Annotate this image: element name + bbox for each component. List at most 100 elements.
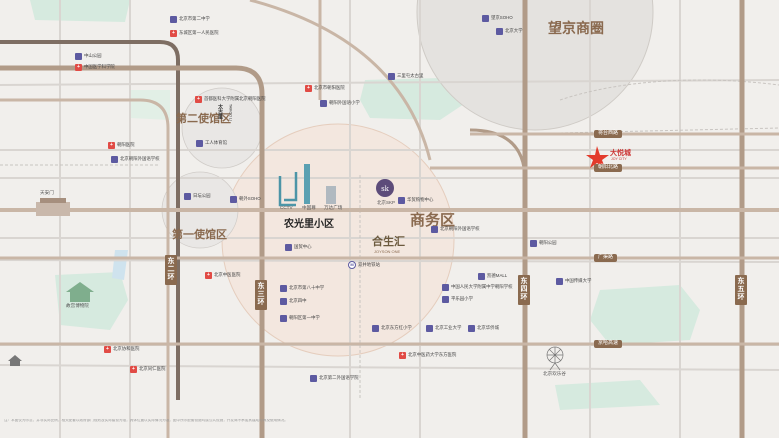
road-jiangtai: 将台西路 — [594, 130, 623, 138]
poi[interactable]: +北京协和医院 — [104, 346, 139, 353]
poi[interactable]: 朝外SOHO — [230, 196, 261, 203]
park-icon — [184, 193, 191, 200]
poi[interactable]: 国贸中心 — [285, 244, 312, 251]
school-icon — [442, 296, 449, 303]
poi[interactable]: 平乐园小学 — [442, 296, 473, 303]
road-guangqu: 广渠路 — [594, 254, 618, 262]
svg-text:sk: sk — [381, 185, 390, 193]
poi[interactable]: 北京四中 — [280, 298, 307, 305]
poi[interactable]: 北京市第八十中学 — [280, 285, 324, 292]
mall-icon — [398, 197, 405, 204]
area-wangjing: 望京商圈 — [548, 20, 604, 36]
road-jingtong: 京哈高速 — [594, 340, 623, 348]
school-icon — [431, 226, 438, 233]
zhongguozun-label: 中国尊 — [302, 205, 316, 210]
poi[interactable]: 中国传媒大学 — [556, 278, 591, 285]
building-icon — [230, 196, 237, 203]
school-icon — [426, 325, 433, 332]
ring-2-label: 东二环 — [165, 255, 177, 286]
poi[interactable]: 望京SOHO — [482, 15, 513, 22]
disclaimer: 注：本图仅为示意，并非实际比例，相关配套以政府部门规划及实际建设为准，具体位置以… — [4, 419, 288, 422]
poi[interactable]: 华贸购物中心 — [398, 197, 433, 204]
ring-5-label: 东五环 — [735, 275, 747, 306]
poi[interactable]: 北京工业大学 — [426, 325, 461, 332]
mall-icon — [468, 325, 475, 332]
school-icon — [280, 298, 287, 305]
ring-3-label: 东三环 — [255, 280, 267, 311]
school-icon — [442, 284, 449, 291]
poi[interactable]: +朝阳医院 — [108, 142, 135, 149]
school-icon — [320, 100, 327, 107]
school-icon — [310, 375, 317, 382]
hospital-icon: + — [170, 30, 177, 37]
project-label: 农光里小区 — [284, 219, 334, 230]
poi[interactable]: 朝阳公园 — [530, 240, 557, 247]
poi[interactable]: 北京朝阳外国语学校 — [111, 156, 160, 163]
school-icon — [496, 28, 503, 35]
hospital-icon: + — [104, 346, 111, 353]
school-icon — [280, 315, 287, 322]
joycity-label: 大悦城 — [610, 150, 631, 157]
sanlitun-en-label: TAIKOO LI — [228, 104, 233, 121]
poi[interactable]: 中国人民大学附属中学朝阳学校 — [442, 284, 512, 291]
poi[interactable]: 北京华侨城 — [468, 325, 499, 332]
tiananmen-label: 天安门 — [40, 190, 54, 195]
poi[interactable]: +东城区第一人民医院 — [170, 30, 219, 37]
hospital-icon: + — [75, 64, 82, 71]
gugong-label: 故宫博物院 — [66, 303, 89, 308]
poi[interactable]: 朝阳区第一中学 — [280, 315, 320, 322]
area-sishiguan-2: 第二使馆区 — [176, 113, 231, 125]
poi[interactable]: 工人体育馆 — [196, 140, 227, 147]
hospital-icon: + — [108, 142, 115, 149]
cctv-label: CCTV — [280, 205, 293, 210]
school-icon — [280, 285, 287, 292]
poi[interactable]: 北京朝阳外国语学校 — [431, 226, 480, 233]
hospital-icon: + — [205, 272, 212, 279]
poi[interactable]: 北京东方红小学 — [372, 325, 412, 332]
hospital-icon: + — [305, 85, 312, 92]
joycity-en-label: JOY CITY — [611, 157, 627, 161]
area-sishiguan-1: 第一使馆区 — [172, 229, 227, 241]
ring-4-label: 东四环 — [518, 275, 530, 306]
school-icon — [170, 16, 177, 23]
poi[interactable]: 朝阳外国语小学 — [320, 100, 360, 107]
park-icon — [75, 53, 82, 60]
poi[interactable]: 北京市第二中学 — [170, 16, 210, 23]
poi[interactable]: +北京同仁医院 — [130, 366, 165, 373]
poi[interactable]: 北京第二外国语学院 — [310, 375, 359, 382]
wanda-label: 万达广场 — [324, 205, 343, 210]
poi[interactable]: 北京大学 — [496, 28, 523, 35]
poi[interactable]: +北京市朝阳医院 — [305, 85, 345, 92]
skp-label: 北京SKP — [377, 200, 396, 205]
hospital-icon: + — [195, 96, 202, 103]
area-cbd: 商务区 — [410, 212, 456, 229]
poi[interactable]: +首都医科大学附属北京朝阳医院 — [195, 96, 265, 103]
poi[interactable]: 中山公园 — [75, 53, 102, 60]
subway-icon: M — [348, 261, 356, 269]
school-icon — [372, 325, 379, 332]
stadium-icon — [196, 140, 203, 147]
poi[interactable]: 三里屯太古里 — [388, 73, 423, 80]
school-icon — [556, 278, 563, 285]
sanlitun-label: 太古里 — [217, 104, 223, 119]
building-icon — [482, 15, 489, 22]
ferris-label: 北京欢乐谷 — [543, 371, 566, 376]
poi[interactable]: 日坛公园 — [184, 193, 211, 200]
poi[interactable]: +北京中医药大学东方医院 — [399, 352, 456, 359]
poi[interactable]: +北京中医医院 — [205, 272, 240, 279]
hospital-icon: + — [399, 352, 406, 359]
road-chaoyangbei: 朝阳北路 — [594, 164, 623, 172]
hesheng-label: 合生汇 — [372, 235, 405, 248]
building-icon — [285, 244, 292, 251]
mall-icon — [478, 273, 485, 280]
hesheng-en-label: JOYSON ONE — [374, 249, 401, 254]
poi[interactable]: 凯德MALL — [478, 273, 507, 280]
mall-icon — [388, 73, 395, 80]
poi[interactable]: +中国医学科学院 — [75, 64, 115, 71]
school-icon — [111, 156, 118, 163]
park-icon — [530, 240, 537, 247]
hospital-icon: + — [130, 366, 137, 373]
